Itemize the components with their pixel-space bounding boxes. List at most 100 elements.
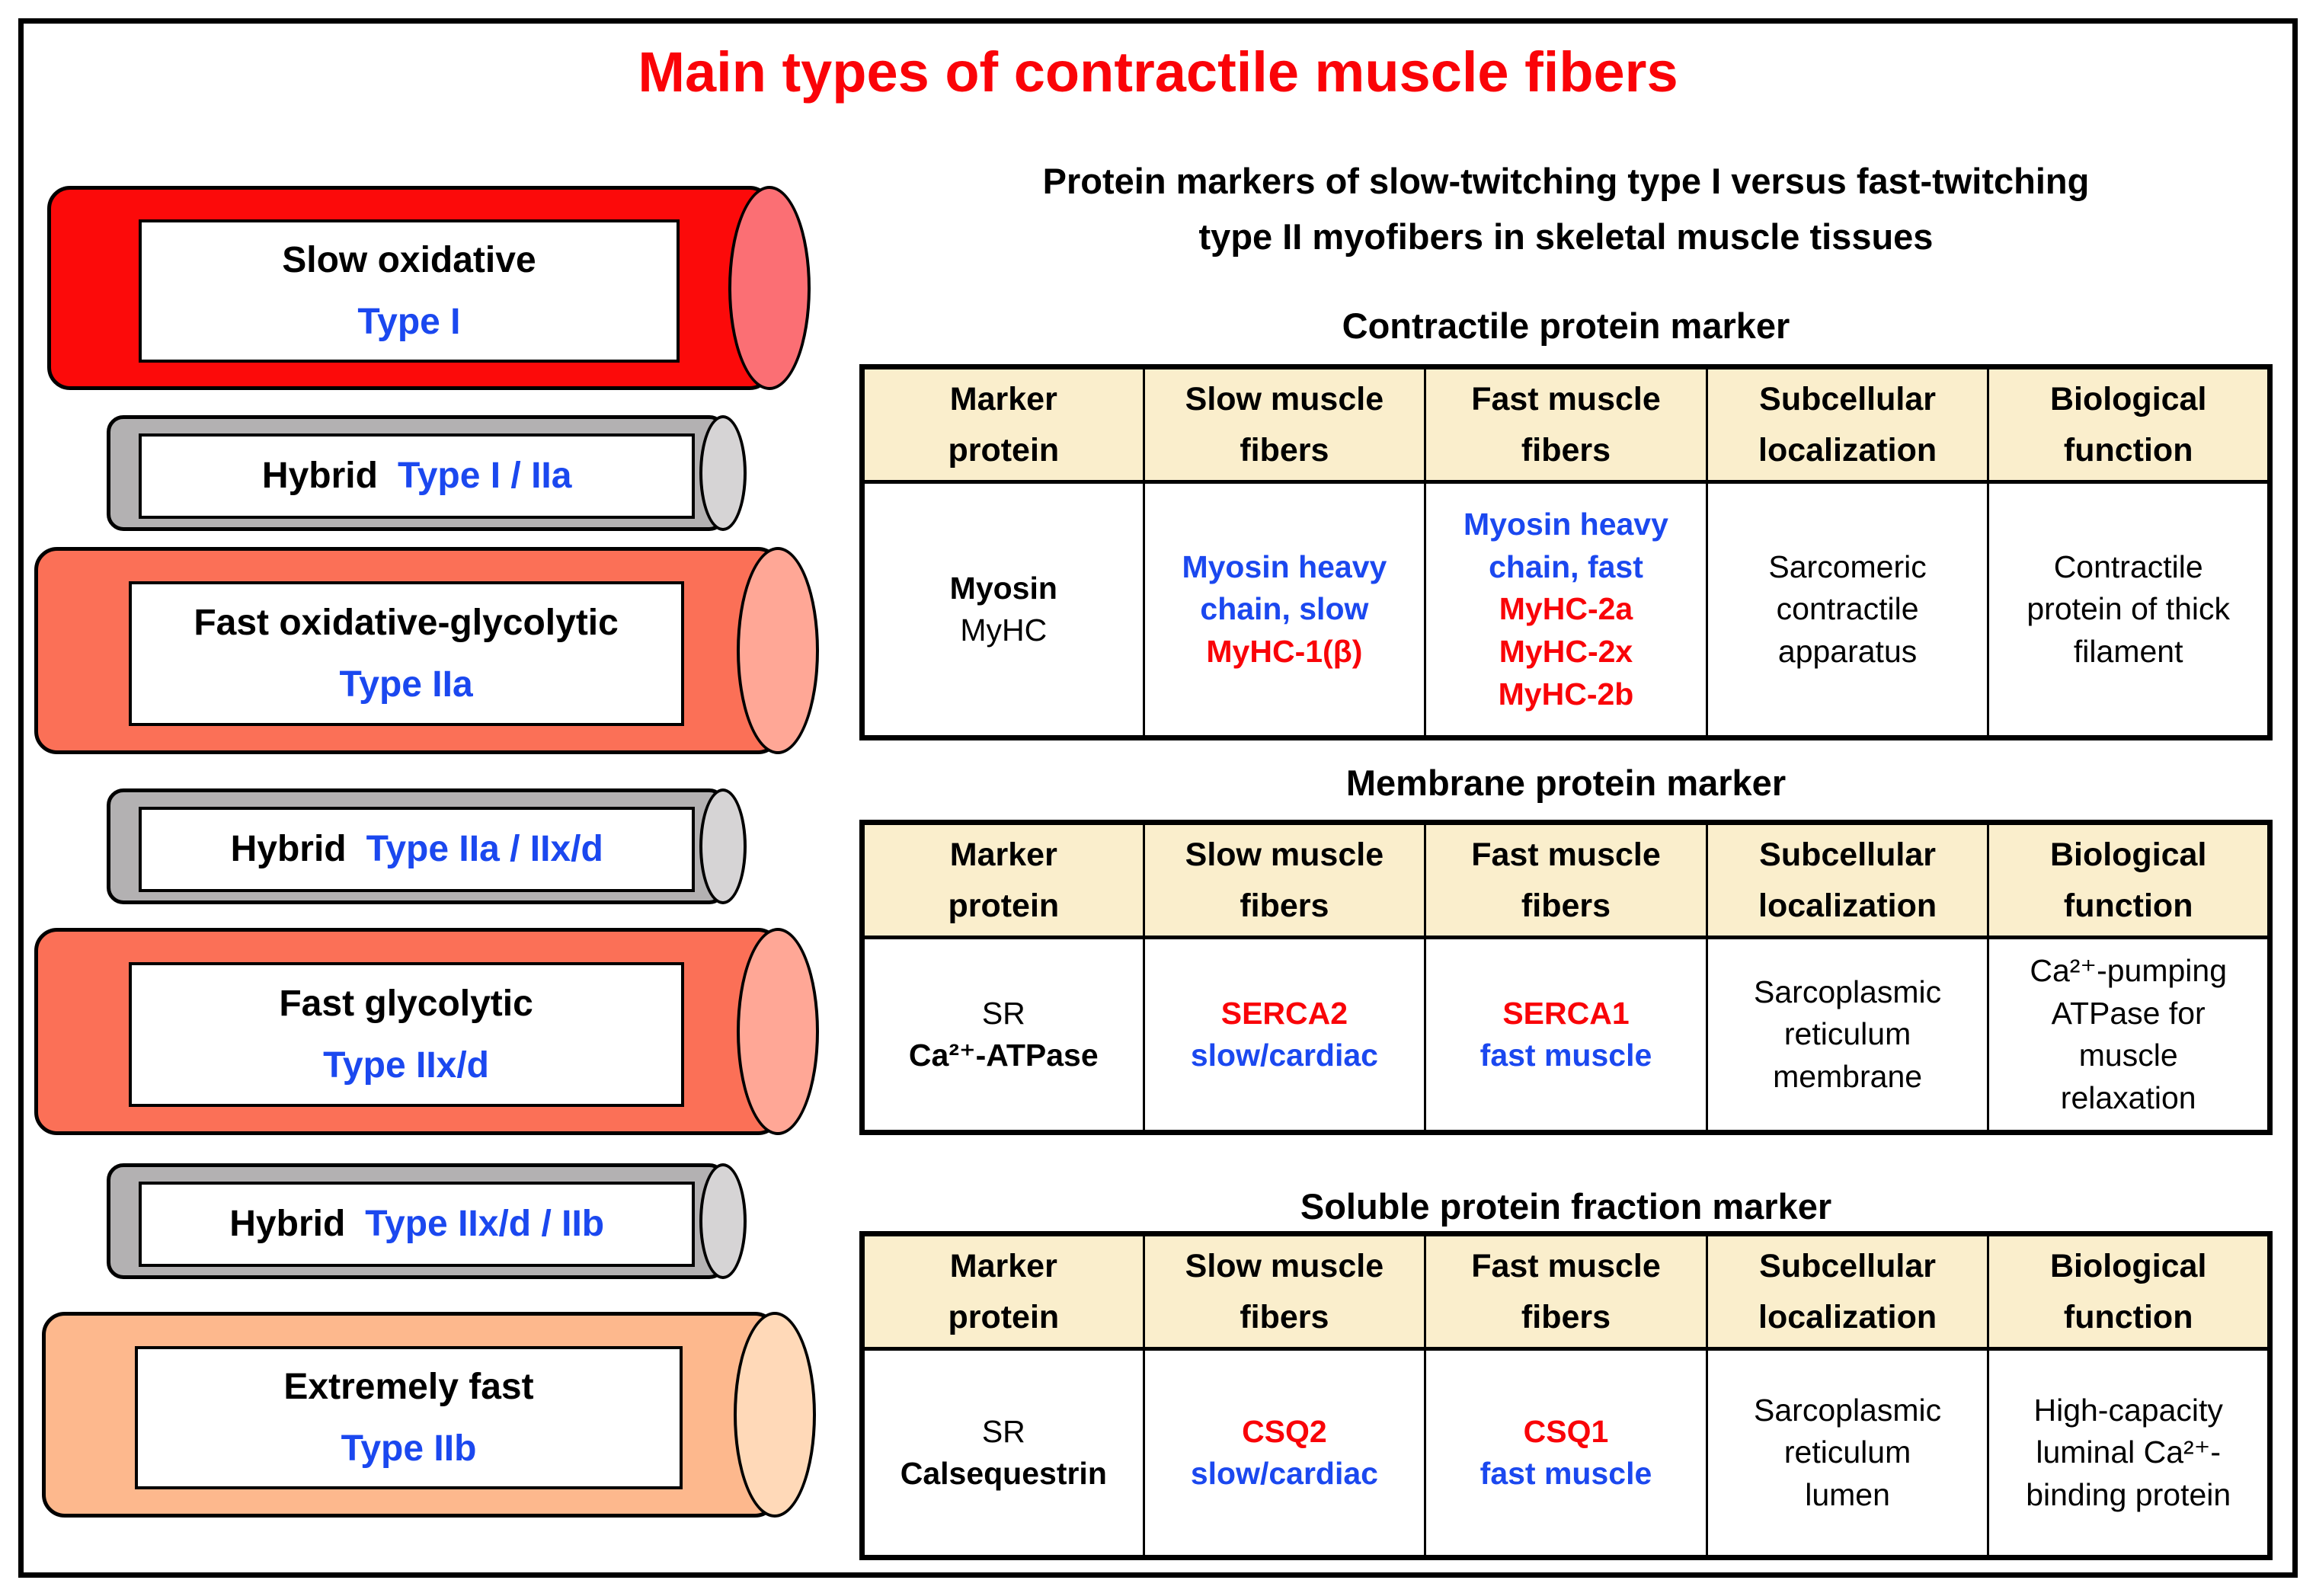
subtitle-line: Protein markers of slow-twitching type I… — [1042, 161, 2090, 201]
cell-line: filament — [2073, 634, 2183, 670]
header-line: Fast muscle — [1471, 1248, 1661, 1284]
cylinder-end-cap — [737, 928, 819, 1135]
cell-fast-muscle-fibers: SERCA1 fast muscle — [1424, 936, 1708, 1134]
column-header-subcellular-localization: Subcellular localization — [1705, 820, 1990, 940]
fiber-name: Hybrid — [261, 456, 378, 497]
column-header-slow-muscle-fibers: Slow muscle fibers — [1142, 820, 1427, 940]
fiber-name: Hybrid — [230, 829, 347, 870]
cylinder-end-cap — [699, 788, 747, 904]
header-line: protein — [948, 431, 1060, 469]
cell-line: High-capacity — [2033, 1392, 2223, 1428]
cylinder-end-cap — [737, 547, 819, 754]
fiber-name: Hybrid — [229, 1204, 346, 1245]
cylinder-end-cap — [699, 1163, 747, 1279]
header-line: fibers — [1240, 1298, 1329, 1335]
cylinder-end-cap — [728, 186, 811, 390]
column-header-biological-function: Biological function — [1987, 1232, 2271, 1351]
cell-line: fast muscle — [1479, 1038, 1652, 1073]
cell-line: protein of thick — [2026, 591, 2230, 627]
table-membrane-protein-marker: Marker protein Slow muscle fibers Fast m… — [859, 820, 2273, 1136]
cell-marker-protein: SR Calsequestrin — [861, 1348, 1145, 1559]
header-line: protein — [948, 887, 1060, 924]
fiber-label: Fast oxidative-glycolytic Type IIa — [128, 581, 684, 727]
cell-slow-muscle-fibers: Myosin heavy chain, slow MyHC-1(β) — [1142, 481, 1427, 740]
cell-line: MyHC — [960, 612, 1048, 648]
cell-line: SERCA2 — [1220, 995, 1348, 1031]
cell-line: apparatus — [1777, 634, 1918, 670]
fiber-name: Fast glycolytic — [279, 983, 533, 1024]
cylinder-end-cap — [699, 415, 747, 531]
cell-line: MyHC-2x — [1499, 634, 1633, 670]
column-header-subcellular-localization: Subcellular localization — [1705, 365, 1990, 485]
cell-line: slow/cardiac — [1190, 1456, 1378, 1492]
cell-biological-function: Contractile protein of thick filament — [1987, 481, 2271, 740]
column-header-biological-function: Biological function — [1987, 820, 2271, 940]
column-header-slow-muscle-fibers: Slow muscle fibers — [1142, 1232, 1427, 1351]
cell-line: chain, fast — [1489, 549, 1643, 584]
cell-line: contractile — [1776, 591, 1919, 627]
cell-line: MyHC-2a — [1499, 591, 1633, 627]
table-body-row: Myosin MyHC Myosin heavy chain, slow MyH… — [861, 481, 2271, 740]
cell-line: ATPase for — [2051, 995, 2206, 1031]
subtitle-line: type II myofibers in skeletal muscle tis… — [1198, 216, 1934, 257]
table-body-row: SR Calsequestrin CSQ2 slow/cardiac CSQ1 … — [861, 1348, 2271, 1559]
header-line: function — [2063, 887, 2193, 924]
cell-fast-muscle-fibers: Myosin heavy chain, fast MyHC-2a MyHC-2x… — [1424, 481, 1708, 740]
cell-line: slow/cardiac — [1190, 1038, 1378, 1073]
column-header-fast-muscle-fibers: Fast muscle fibers — [1424, 820, 1708, 940]
fiber-type: Type I — [357, 301, 461, 342]
cell-fast-muscle-fibers: CSQ1 fast muscle — [1424, 1348, 1708, 1559]
header-line: Slow muscle — [1185, 836, 1384, 873]
table-header-row: Marker protein Slow muscle fibers Fast m… — [861, 365, 2271, 485]
header-line: Biological — [2049, 381, 2207, 417]
fiber-type: Type IIb — [341, 1428, 477, 1469]
cell-marker-protein: Myosin MyHC — [861, 481, 1145, 740]
cell-line: lumen — [1805, 1477, 1890, 1513]
fiber-type: Type IIa / IIx/d — [366, 829, 603, 870]
cell-subcellular-localization: Sarcomeric contractile apparatus — [1705, 481, 1990, 740]
cell-line: muscle — [2078, 1038, 2178, 1073]
column-header-marker-protein: Marker protein — [861, 820, 1145, 940]
fiber-label: Fast glycolytic Type IIx/d — [128, 961, 684, 1108]
table-header-row: Marker protein Slow muscle fibers Fast m… — [861, 1232, 2271, 1351]
header-line: function — [2063, 431, 2193, 469]
column-header-slow-muscle-fibers: Slow muscle fibers — [1142, 365, 1427, 485]
table-body-row: SR Ca²⁺-ATPase SERCA2 slow/cardiac SERCA… — [861, 936, 2271, 1134]
header-line: fibers — [1240, 887, 1329, 924]
column-header-biological-function: Biological function — [1987, 365, 2271, 485]
header-line: Subcellular — [1759, 1248, 1936, 1284]
header-line: fibers — [1240, 431, 1329, 469]
fiber-cylinder-hybrid-iia-iixd: Hybrid Type IIa / IIx/d — [107, 788, 747, 904]
cell-line: Ca²⁺-ATPase — [908, 1038, 1099, 1073]
column-header-fast-muscle-fibers: Fast muscle fibers — [1424, 1232, 1708, 1351]
fiber-label: Slow oxidative Type I — [139, 219, 680, 363]
fiber-type: Type IIa — [339, 664, 473, 705]
cell-line: CSQ2 — [1242, 1413, 1327, 1449]
cell-line: Sarcoplasmic — [1754, 1392, 1942, 1428]
cell-line: Calsequestrin — [900, 1456, 1107, 1492]
column-header-marker-protein: Marker protein — [861, 365, 1145, 485]
cell-line: reticulum — [1783, 1016, 1911, 1052]
cell-line: SERCA1 — [1502, 995, 1630, 1031]
cell-biological-function: High-capacity luminal Ca²⁺- binding prot… — [1987, 1348, 2271, 1559]
cell-slow-muscle-fibers: CSQ2 slow/cardiac — [1142, 1348, 1427, 1559]
fiber-label: Hybrid Type IIa / IIx/d — [139, 807, 696, 892]
section-heading-contractile: Contractile protein marker — [1342, 305, 1790, 346]
header-line: Biological — [2049, 836, 2207, 873]
fiber-name: Slow oxidative — [282, 239, 536, 280]
cell-line: fast muscle — [1479, 1456, 1652, 1492]
cell-line: reticulum — [1783, 1434, 1911, 1470]
header-line: Slow muscle — [1185, 1248, 1384, 1284]
cell-subcellular-localization: Sarcoplasmic reticulum lumen — [1705, 1348, 1990, 1559]
header-line: Fast muscle — [1471, 836, 1661, 873]
table-soluble-protein-fraction-marker: Marker protein Slow muscle fibers Fast m… — [859, 1231, 2273, 1561]
fiber-cylinder-type-iia: Fast oxidative-glycolytic Type IIa — [34, 547, 819, 754]
header-line: Fast muscle — [1471, 381, 1661, 417]
header-line: protein — [948, 1298, 1060, 1335]
header-line: function — [2063, 1298, 2193, 1335]
cell-line: Ca²⁺-pumping — [2030, 952, 2227, 988]
header-line: Biological — [2049, 1248, 2207, 1284]
cell-line: SR — [981, 995, 1025, 1031]
fiber-label: Hybrid Type IIx/d / IIb — [139, 1182, 696, 1267]
